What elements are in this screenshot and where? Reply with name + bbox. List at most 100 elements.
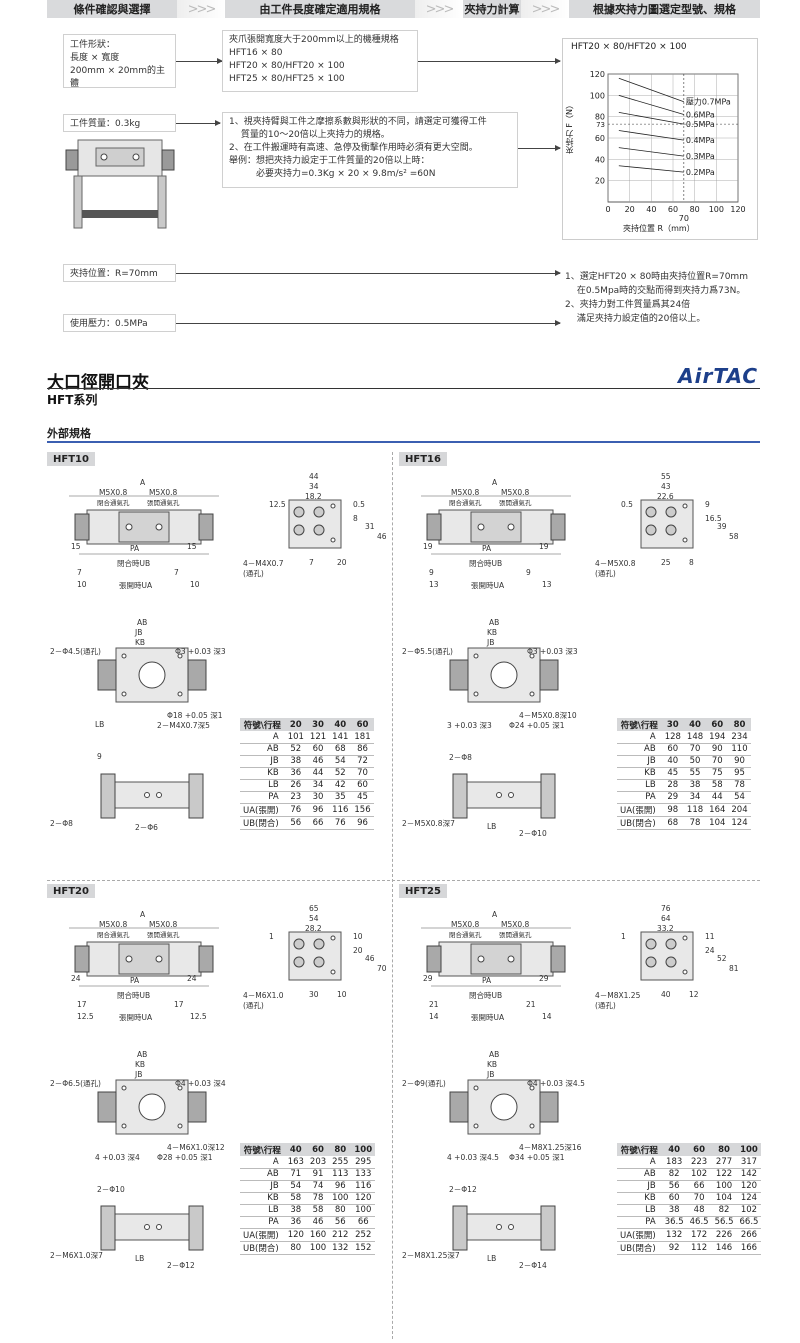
dim-label: 10 [353, 932, 363, 941]
table-cell: 166 [736, 1241, 762, 1255]
port-label: M5X0.8 [149, 920, 178, 929]
table-cell: JB [617, 755, 662, 768]
table-cell: UB(閉合) [240, 1241, 285, 1255]
chart-xtick: 20 [625, 205, 635, 214]
panel-tag-hft20: HFT20 [47, 884, 95, 898]
port-note: 閉合通氣孔 [449, 499, 482, 507]
table-cell: 56.5 [711, 1216, 737, 1229]
hole-label: Φ4 +0.03 深4.5 [527, 1079, 585, 1088]
table-cell: 66 [306, 816, 330, 830]
table-cell: 34 [683, 791, 707, 804]
dim-label: 9 [429, 568, 434, 577]
hole-label: 2－Φ4.5(通孔) [50, 647, 101, 656]
dim-label: PA [482, 544, 492, 553]
table-cell: 78 [306, 1192, 330, 1205]
table-cell: 160 [306, 1228, 330, 1242]
table-cell: 56 [329, 1216, 352, 1229]
table-cell: 60 [306, 743, 330, 756]
table-cell: AB [617, 1168, 662, 1181]
table-cell: 46 [306, 755, 330, 768]
chart-series-label: 壓力0.7MPa [686, 97, 731, 107]
chart-xtick: 120 [730, 205, 745, 214]
dim-label: 9 [526, 568, 531, 577]
result-notes: 1、選定HFT20 × 80時由夾持位置R=70mm 在0.5Mpa時的交點而得… [565, 270, 748, 326]
hole-label: 2－Φ6.5(通孔) [50, 1079, 101, 1088]
table-cell: 76 [329, 816, 352, 830]
table-cell: 66.5 [736, 1216, 762, 1229]
dim-label: 12.5 [269, 500, 286, 509]
hole-label: Φ28 +0.05 深1 [157, 1153, 213, 1162]
hole-label: 2－M4X0.7深5 [157, 721, 210, 730]
dim-label: 19 [423, 542, 433, 551]
table-cell: 120 [284, 1228, 307, 1242]
port-label: M5X0.8 [99, 488, 128, 497]
title-rule [47, 388, 760, 389]
dim-label: 0.5 [621, 500, 633, 509]
chart-series-line [618, 77, 684, 103]
dim-label: 34 [309, 482, 319, 491]
hole-label: 4－M5X0.8深10 [519, 711, 577, 720]
hole-label: 2－M6X1.0深7 [50, 1251, 103, 1260]
dim-label: 7 [77, 568, 82, 577]
shape-line: 工件形狀： [70, 40, 116, 50]
shape-line: 長度 × 寬度 [70, 53, 120, 63]
port-note: 閉合通氣孔 [97, 931, 130, 939]
dim-label: 閉合時UB [469, 559, 503, 568]
dim-label: 30 [309, 990, 319, 999]
dim-label: 閉合時UB [117, 559, 151, 568]
panel-tag-hft16: HFT16 [399, 452, 447, 466]
dim-label: JB [487, 638, 495, 647]
dim-label: 14 [542, 1012, 552, 1021]
bottom-view-drawing [449, 1202, 559, 1254]
airtac-logo: AirTAC [678, 364, 758, 388]
table-cell: 76 [284, 803, 307, 817]
result-line: 滿足夾持力設定值的20倍以上。 [565, 314, 706, 324]
table-cell: 124 [728, 816, 751, 830]
table-cell: 70 [686, 1192, 712, 1205]
step-conditions: 條件確認與選擇 [47, 0, 177, 18]
hole-label: 2－Φ12 [449, 1185, 477, 1194]
front-view-drawing [421, 920, 571, 995]
step-arrow: >>> [415, 0, 463, 18]
table-cell: 48 [686, 1204, 712, 1217]
table-cell: 55 [683, 767, 707, 780]
table-cell: 266 [736, 1228, 762, 1242]
table-cell: 40 [661, 755, 684, 768]
dim-label: 40 [661, 990, 671, 999]
chart-xtick-extra: 70 [679, 214, 689, 223]
dim-label: 31 [365, 522, 375, 531]
table-cell: 36 [284, 1216, 307, 1229]
front-view-drawing [421, 488, 571, 563]
section-rule [47, 441, 760, 443]
dim-label: 0.5 [353, 500, 365, 509]
side-hole-note: (通孔) [595, 569, 616, 578]
chart-series-label: 0.4MPa [686, 136, 715, 145]
dim-label: 81 [729, 964, 739, 973]
table-cell: A [617, 731, 662, 744]
chart-series-label: 0.3MPa [686, 152, 715, 161]
dim-label: 15 [71, 542, 81, 551]
dim-label: 10 [190, 580, 200, 589]
dim-label: 54 [309, 914, 319, 923]
port-note: 閉合通氣孔 [449, 931, 482, 939]
port-label: M5X0.8 [451, 488, 480, 497]
table-cell: AB [617, 743, 662, 756]
dim-label: 13 [542, 580, 552, 589]
table-cell: UA(張開) [617, 1228, 662, 1242]
series-title: HFT系列 [47, 393, 98, 407]
table-cell: 60 [661, 743, 684, 756]
table-cell: 223 [686, 1156, 712, 1169]
dim-label: 24 [705, 946, 715, 955]
table-cell: UB(閉合) [617, 816, 662, 830]
table-cell: 181 [351, 731, 374, 744]
hole-label: LB [95, 720, 105, 729]
page-title: 大口徑開口夾 [47, 373, 149, 393]
table-cell: 72 [351, 755, 374, 768]
table-cell: 70 [683, 743, 707, 756]
